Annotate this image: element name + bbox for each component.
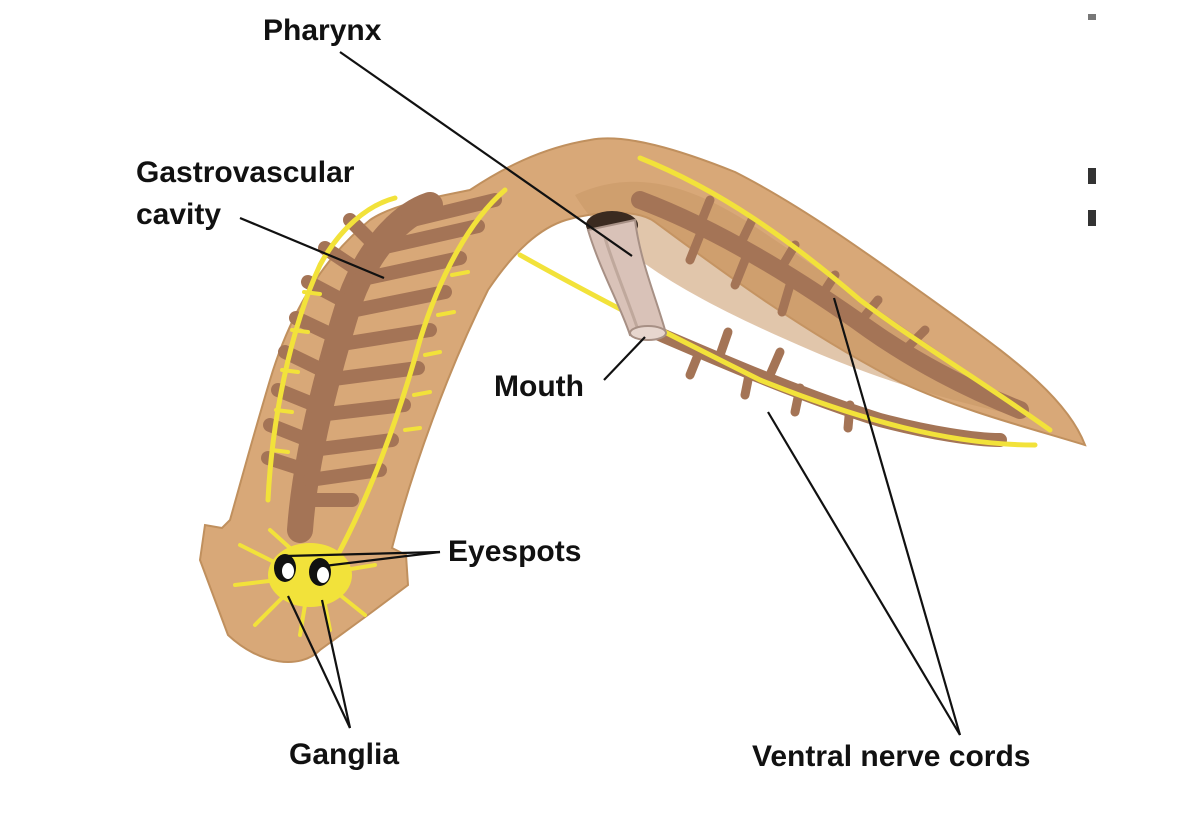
label-gastrovascular-line2: cavity	[136, 198, 222, 231]
label-mouth: Mouth	[494, 370, 584, 403]
gut-far-upper	[631, 191, 1029, 419]
right-edge-mark-3	[1088, 210, 1096, 226]
leader-lines	[239, 51, 962, 736]
nerve-cords	[265, 155, 1053, 563]
lateral-nerves	[270, 270, 470, 454]
label-pharynx: Pharynx	[263, 14, 382, 47]
right-edge-mark-1	[1088, 14, 1096, 20]
gut-branches	[261, 193, 502, 507]
label-ventral-nerve-cords: Ventral nerve cords	[752, 740, 1031, 773]
gut-far-branches	[685, 195, 930, 433]
label-ganglia: Ganglia	[289, 738, 400, 771]
right-edge-mark-2	[1088, 168, 1096, 184]
label-gastrovascular-line1: Gastrovascular	[136, 156, 355, 189]
label-eyespots: Eyespots	[448, 535, 582, 568]
